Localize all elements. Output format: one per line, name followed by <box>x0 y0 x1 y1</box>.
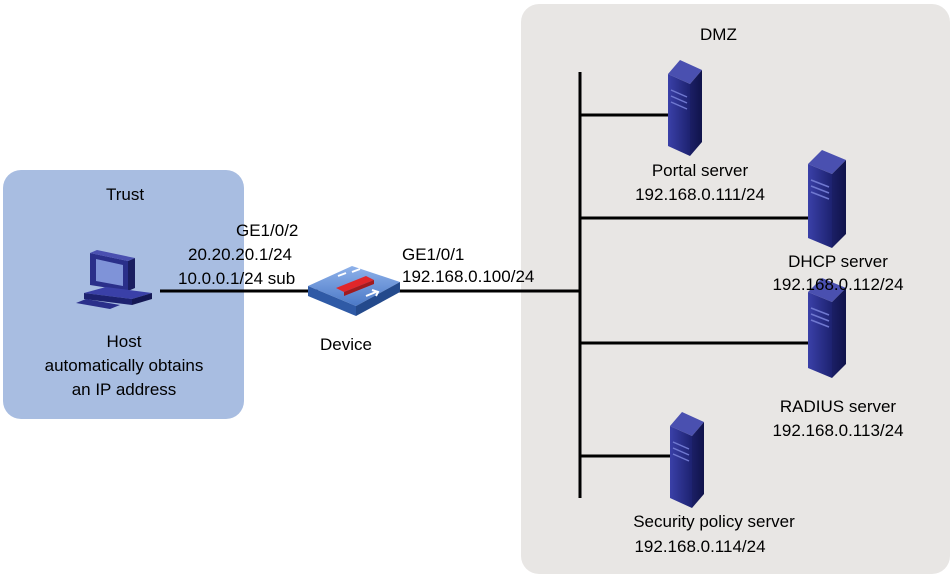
ge1-0-2-ip: 20.20.20.1/24 <box>188 245 292 264</box>
radius-server-ip: 192.168.0.113/24 <box>772 421 904 440</box>
device-label: Device <box>320 335 372 354</box>
dmz-zone-label: DMZ <box>700 25 737 44</box>
radius-server-icon <box>808 278 846 378</box>
trust-zone-label: Trust <box>106 185 145 204</box>
dmz-zone <box>521 4 950 574</box>
radius-server-label: RADIUS server <box>779 397 897 416</box>
ge1-0-1-label: GE1/0/1 <box>402 245 465 264</box>
host-description-line2: an IP address <box>71 380 177 399</box>
firewall-icon <box>308 266 400 316</box>
portal-server-label: Portal server <box>651 161 749 180</box>
ge1-0-2-label: GE1/0/2 <box>236 221 299 240</box>
ge1-0-1-ip: 192.168.0.100/24 <box>402 267 535 286</box>
ge1-0-2-sub-ip: 10.0.0.1/24 sub <box>178 269 296 288</box>
security-policy-server-icon <box>670 412 704 508</box>
host-label: Host <box>106 332 142 351</box>
dhcp-server-label: DHCP server <box>788 252 888 271</box>
dhcp-server-ip: 192.168.0.112/24 <box>772 275 904 294</box>
dhcp-server-icon <box>808 150 846 248</box>
host-description-line1: automatically obtains <box>44 356 204 375</box>
portal-server-ip: 192.168.0.111/24 <box>635 185 765 204</box>
security-policy-server-label: Security policy server <box>633 512 795 531</box>
portal-server-icon <box>668 60 702 156</box>
links <box>160 72 810 498</box>
security-policy-server-ip: 192.168.0.114/24 <box>634 537 766 556</box>
computer-icon <box>76 250 152 309</box>
